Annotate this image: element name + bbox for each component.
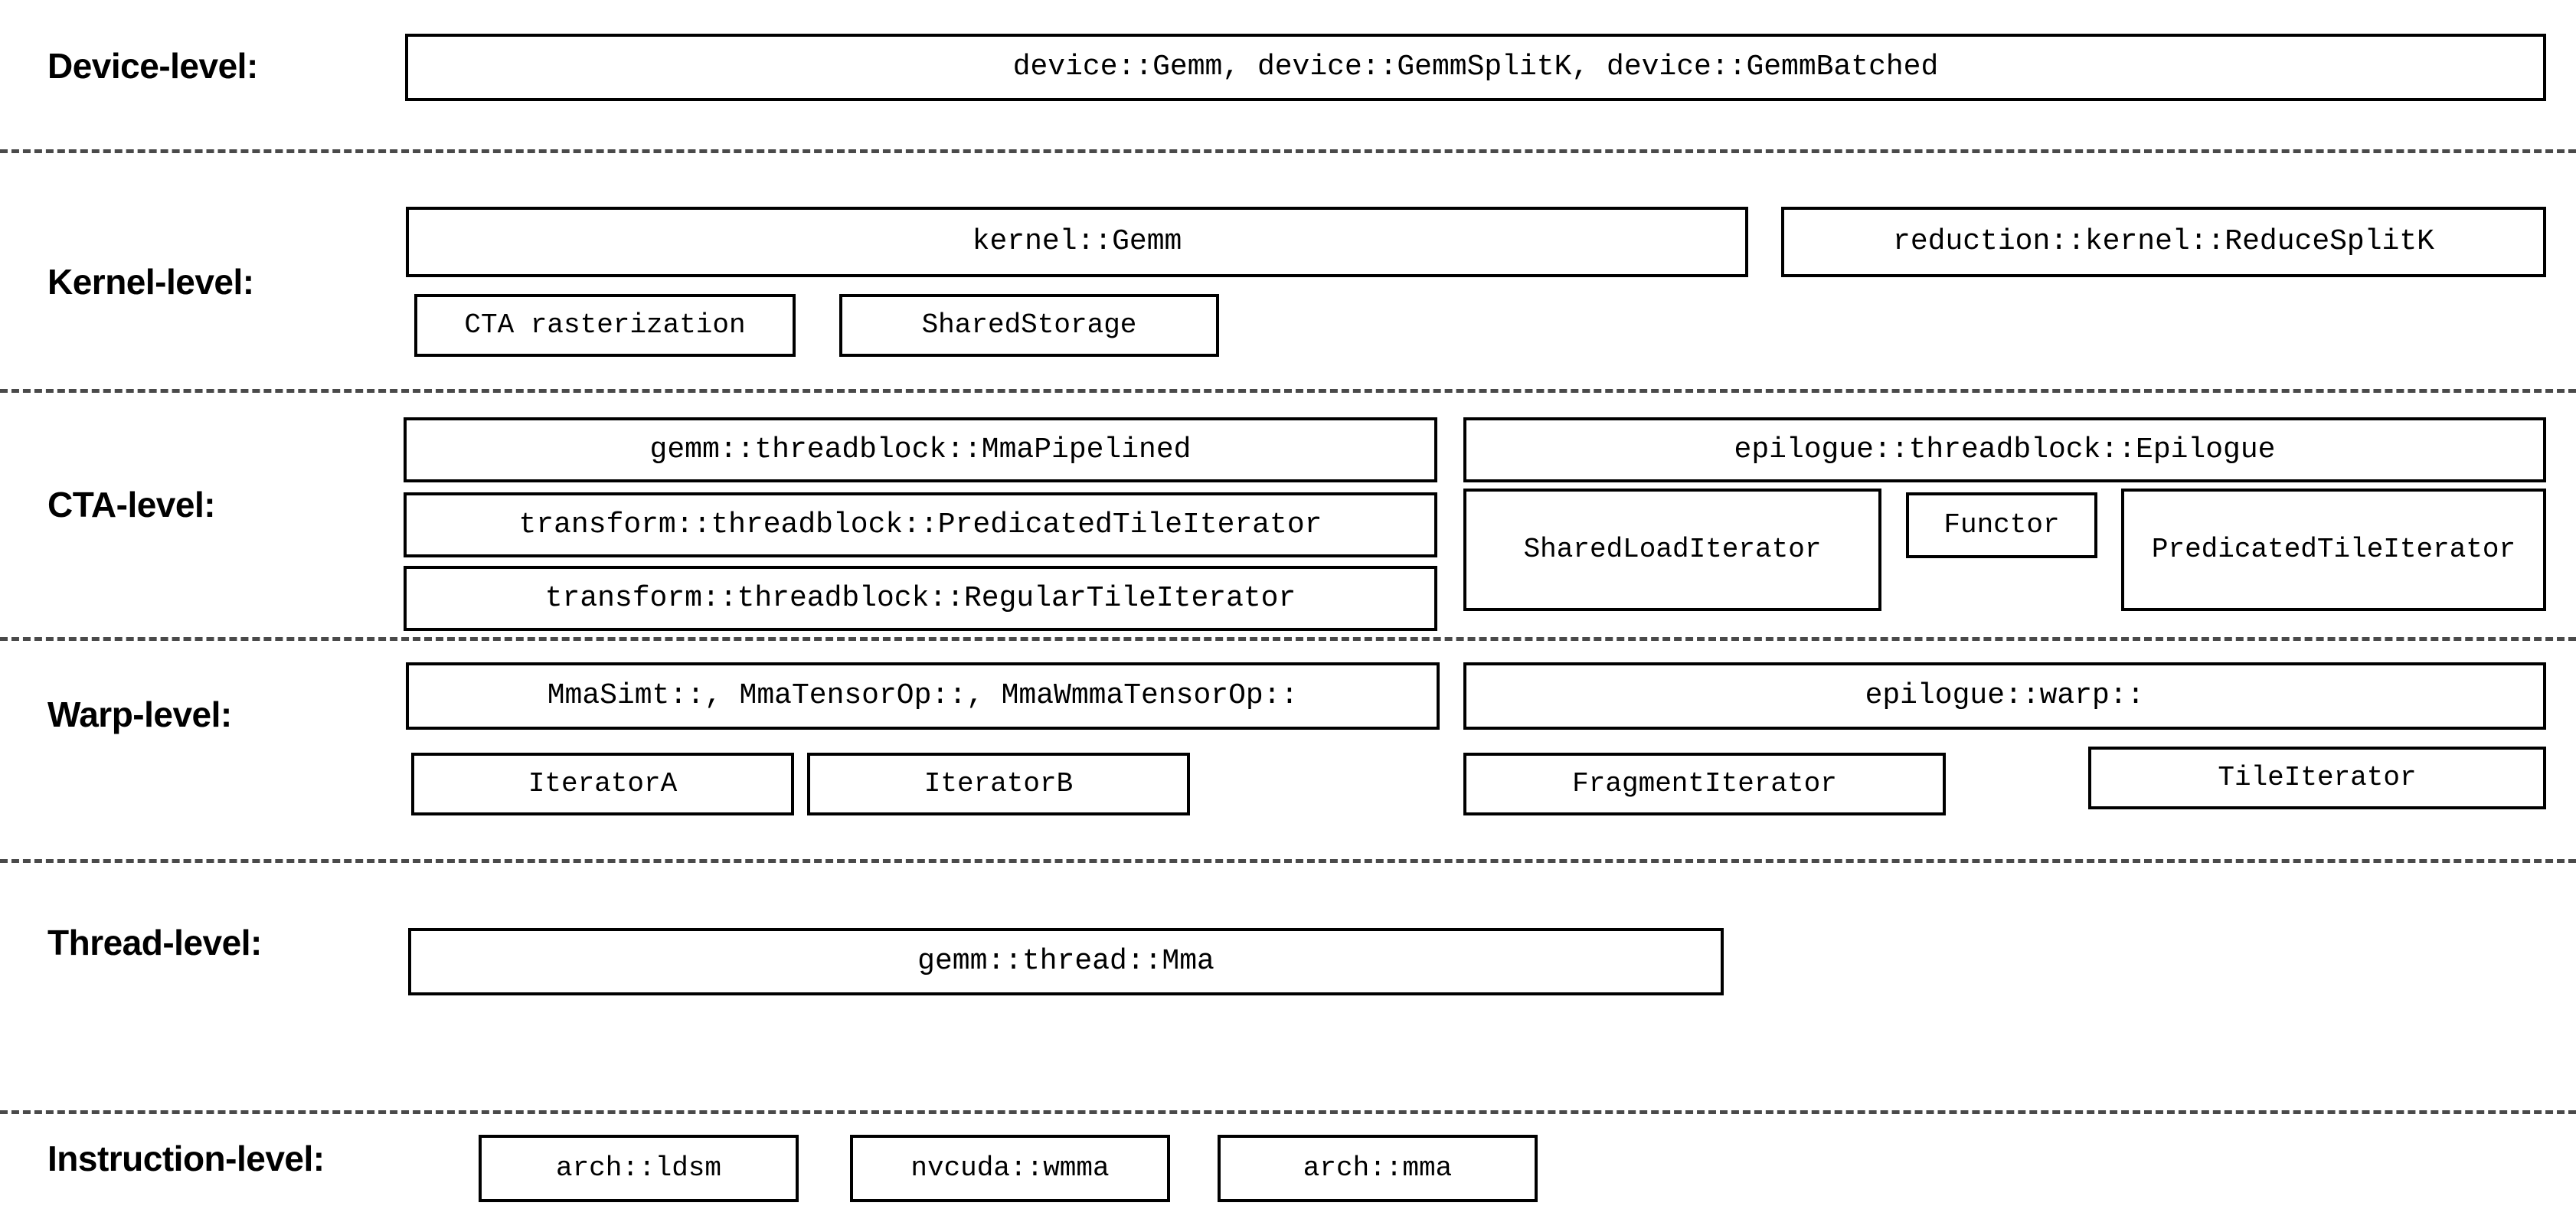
box-label: device::Gemm, device::GemmSplitK, device… bbox=[1012, 51, 1939, 84]
box-shared-storage[interactable]: SharedStorage bbox=[839, 294, 1219, 357]
box-epilogue-predicatedtileiterator[interactable]: PredicatedTileIterator bbox=[2121, 489, 2546, 611]
box-label: Functor bbox=[1943, 509, 2060, 541]
box-warp-mma-ops[interactable]: MmaSimt::, MmaTensorOp::, MmaWmmaTensorO… bbox=[406, 662, 1440, 730]
box-arch-mma[interactable]: arch::mma bbox=[1218, 1135, 1538, 1202]
box-label: MmaSimt::, MmaTensorOp::, MmaWmmaTensorO… bbox=[547, 679, 1299, 713]
box-label: SharedLoadIterator bbox=[1523, 534, 1822, 566]
separator-cta-warp bbox=[0, 637, 2576, 641]
box-transform-threadblock-regulartileiterator[interactable]: transform::threadblock::RegularTileItera… bbox=[404, 566, 1437, 631]
box-label: epilogue::threadblock::Epilogue bbox=[1734, 433, 2276, 466]
box-epilogue-threadblock-epilogue[interactable]: epilogue::threadblock::Epilogue bbox=[1463, 417, 2546, 482]
box-nvcuda-wmma[interactable]: nvcuda::wmma bbox=[850, 1135, 1170, 1202]
box-reduction-kernel-reducesplitk[interactable]: reduction::kernel::ReduceSplitK bbox=[1781, 207, 2546, 277]
box-label: kernel::Gemm bbox=[972, 225, 1182, 259]
box-label: transform::threadblock::PredicatedTileIt… bbox=[518, 508, 1322, 541]
box-kernel-gemm[interactable]: kernel::Gemm bbox=[406, 207, 1748, 277]
box-sharedloaditerator[interactable]: SharedLoadIterator bbox=[1463, 489, 1881, 611]
box-iterator-a[interactable]: IteratorA bbox=[411, 753, 794, 815]
box-label: CTA rasterization bbox=[464, 309, 746, 342]
separator-kernel-cta bbox=[0, 389, 2576, 393]
box-label: FragmentIterator bbox=[1572, 768, 1837, 800]
box-label: transform::threadblock::RegularTileItera… bbox=[544, 581, 1296, 615]
box-label: arch::mma bbox=[1303, 1152, 1453, 1185]
level-label-instruction: Instruction-level: bbox=[47, 1139, 325, 1178]
box-label: IteratorB bbox=[924, 768, 1074, 800]
level-label-cta: CTA-level: bbox=[47, 485, 216, 525]
level-label-thread: Thread-level: bbox=[47, 923, 262, 962]
level-label-device: Device-level: bbox=[47, 46, 258, 86]
box-device-gemm[interactable]: device::Gemm, device::GemmSplitK, device… bbox=[405, 34, 2546, 101]
box-transform-threadblock-predicatedtileiterator[interactable]: transform::threadblock::PredicatedTileIt… bbox=[404, 492, 1437, 557]
box-epilogue-warp[interactable]: epilogue::warp:: bbox=[1463, 662, 2546, 730]
box-iterator-b[interactable]: IteratorB bbox=[807, 753, 1190, 815]
box-functor[interactable]: Functor bbox=[1906, 492, 2097, 558]
box-gemm-threadblock-mmapipelined[interactable]: gemm::threadblock::MmaPipelined bbox=[404, 417, 1437, 482]
box-fragmentiterator[interactable]: FragmentIterator bbox=[1463, 753, 1946, 815]
box-arch-ldsm[interactable]: arch::ldsm bbox=[479, 1135, 799, 1202]
box-label: arch::ldsm bbox=[555, 1152, 722, 1185]
separator-device-kernel bbox=[0, 149, 2576, 153]
box-tileiterator[interactable]: TileIterator bbox=[2088, 747, 2546, 809]
separator-thread-instruction bbox=[0, 1110, 2576, 1114]
box-gemm-thread-mma[interactable]: gemm::thread::Mma bbox=[408, 928, 1724, 995]
box-label: gemm::thread::Mma bbox=[917, 945, 1214, 979]
box-label: epilogue::warp:: bbox=[1865, 679, 2145, 713]
box-label: SharedStorage bbox=[921, 309, 1137, 342]
box-cta-rasterization[interactable]: CTA rasterization bbox=[414, 294, 796, 357]
level-label-kernel: Kernel-level: bbox=[47, 262, 254, 302]
box-label: TileIterator bbox=[2218, 762, 2417, 794]
box-label: nvcuda::wmma bbox=[910, 1152, 1110, 1185]
level-label-warp: Warp-level: bbox=[47, 694, 232, 734]
separator-warp-thread bbox=[0, 859, 2576, 863]
box-label: IteratorA bbox=[528, 768, 678, 800]
box-label: reduction::kernel::ReduceSplitK bbox=[1893, 225, 2434, 259]
box-label: gemm::threadblock::MmaPipelined bbox=[649, 433, 1192, 466]
box-label: PredicatedTileIterator bbox=[2151, 534, 2516, 566]
